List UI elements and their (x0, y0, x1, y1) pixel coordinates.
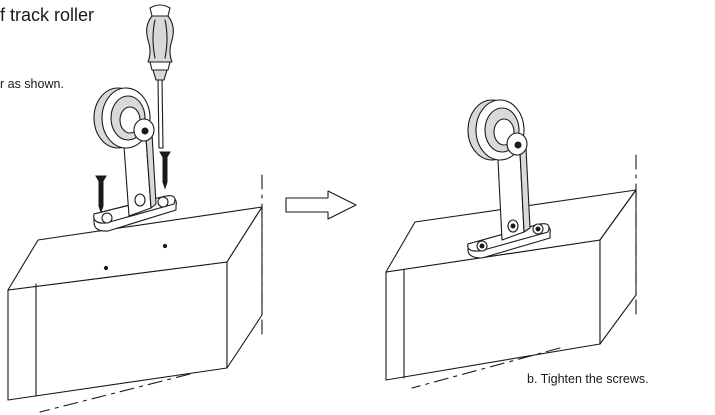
right-wood-screw-icon (159, 151, 171, 190)
screwdriver-icon (146, 4, 174, 149)
right-arrow-icon (285, 190, 357, 220)
step-b-instruction: b. Tighten the screws. (527, 372, 649, 386)
section-heading: f track roller (0, 5, 95, 25)
left-track-roller-icon (93, 87, 177, 232)
left-wood-screw-icon (95, 175, 107, 214)
step-a-instruction: r as shown. (0, 77, 64, 91)
left-door-panel-icon (7, 174, 263, 413)
installed-track-roller-icon (467, 99, 551, 259)
